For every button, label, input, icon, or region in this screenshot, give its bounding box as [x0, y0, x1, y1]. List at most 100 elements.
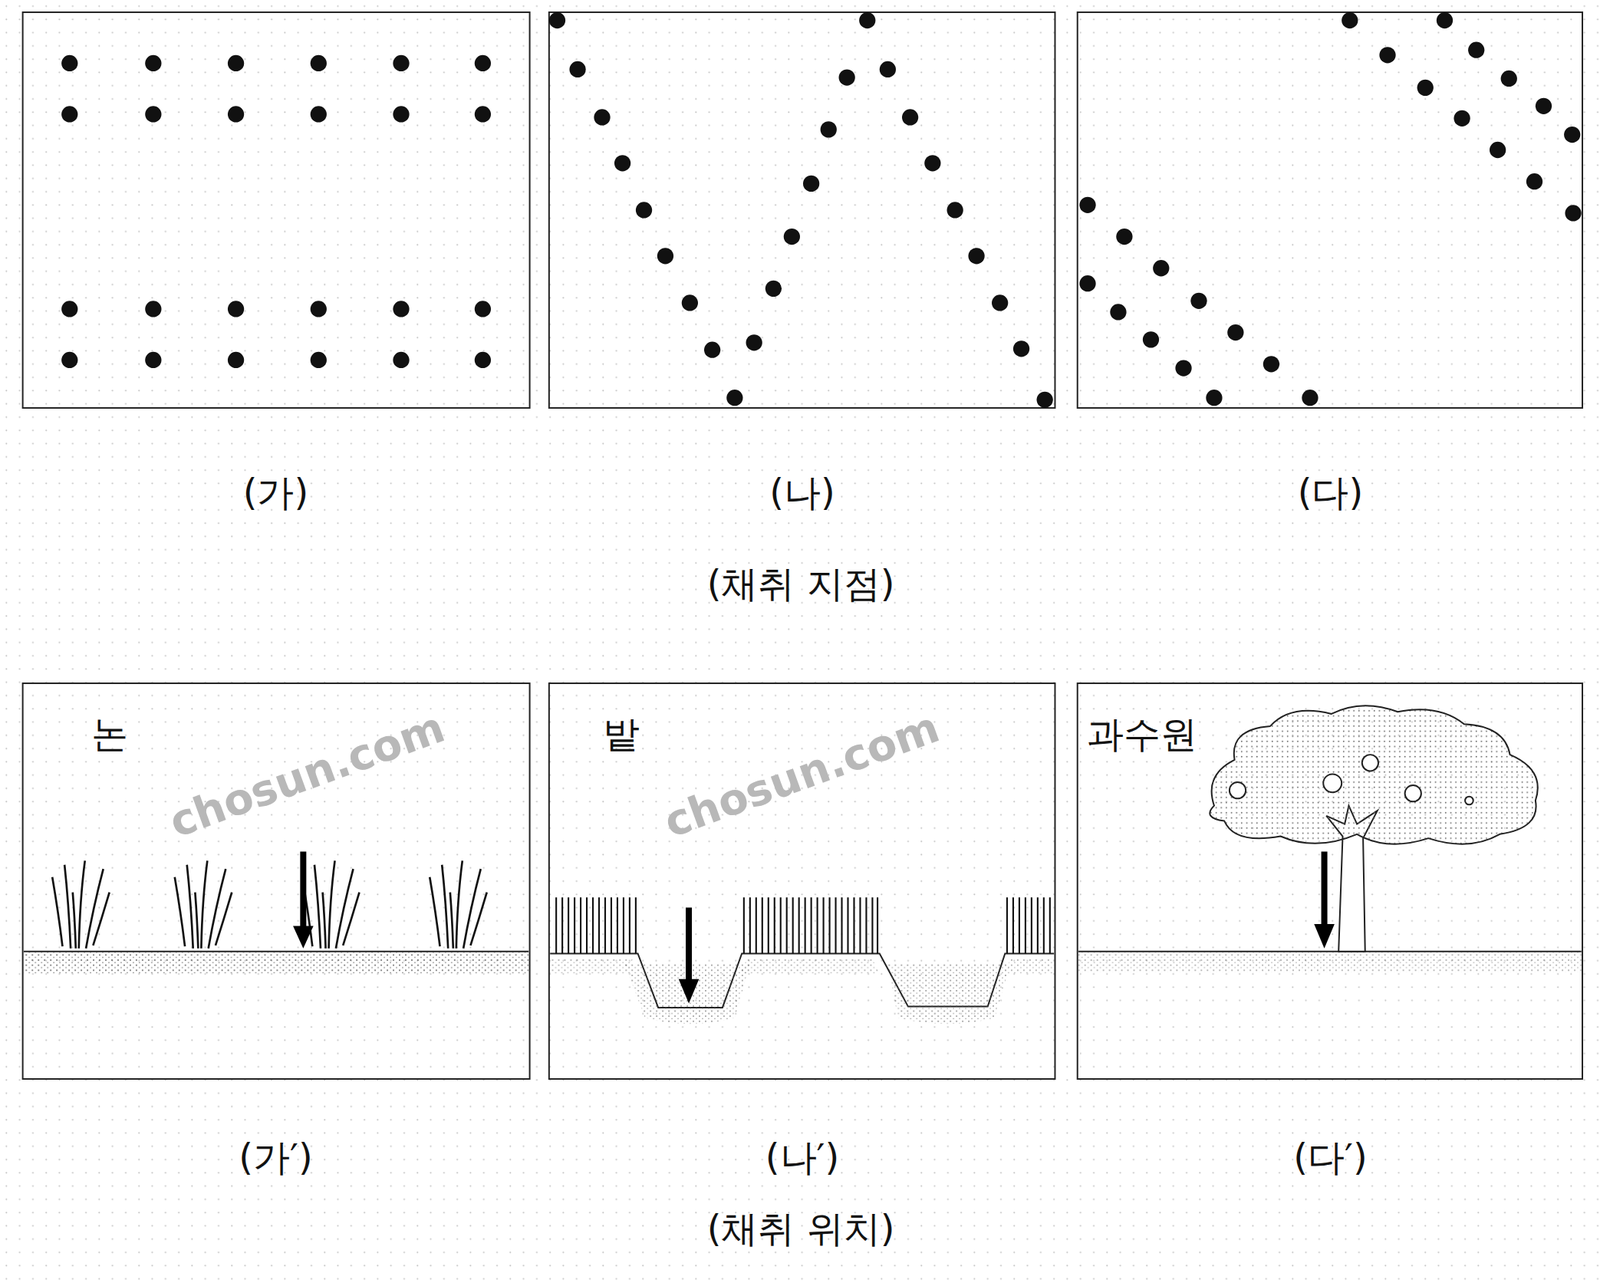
panel-label: (다) — [1077, 470, 1584, 516]
drawing-circle — [1175, 359, 1192, 376]
drawing-circle — [144, 352, 162, 369]
drawing-circle — [1079, 275, 1096, 292]
drawing-circle — [392, 300, 409, 317]
group-caption: (채취 지점) — [707, 562, 896, 607]
drawing-path — [744, 897, 878, 954]
drawing-circle — [803, 175, 820, 192]
drawing-line — [1321, 851, 1328, 929]
drawing-path — [887, 964, 1011, 1024]
drawing-polygon — [1313, 924, 1335, 949]
site-name: 논 — [91, 712, 129, 758]
drawing-rect — [23, 12, 531, 409]
drawing-circle — [1301, 389, 1318, 406]
drawing-g — [61, 12, 1582, 409]
drawing-line — [23, 951, 529, 953]
drawing-path — [1007, 897, 1051, 954]
site-name: 밭 — [602, 712, 640, 758]
drawing-circle — [1526, 173, 1543, 190]
drawing-line — [299, 851, 307, 930]
panel-label: (다′) — [1077, 1135, 1584, 1181]
drawing-use — [174, 860, 232, 949]
drawing-line — [685, 908, 692, 984]
drawing-rect — [1078, 951, 1582, 973]
drawing-circle — [967, 247, 985, 264]
drawing-rect — [1077, 12, 1583, 409]
drawing-circle — [1563, 126, 1581, 143]
drawing-circle — [227, 300, 244, 317]
drawing-circle — [746, 334, 763, 351]
drawing-rect — [23, 683, 531, 1080]
drawing-circle — [726, 389, 743, 406]
drawing-circle — [657, 247, 674, 264]
drawing-circle — [635, 201, 652, 218]
drawing-line — [1078, 951, 1582, 953]
drawing-circle — [392, 105, 409, 122]
drawing-circle — [1564, 204, 1581, 221]
drawing-circle — [820, 121, 837, 138]
drawing-circle — [614, 154, 631, 172]
drawing-path — [556, 897, 636, 954]
drawing-g — [1229, 754, 1474, 805]
drawing-circle — [681, 294, 698, 311]
drawing-circle — [1116, 228, 1133, 245]
drawing-circle — [474, 352, 491, 369]
panel-label: (가) — [22, 470, 530, 516]
drawing-circle — [392, 55, 409, 72]
group-caption: (채취 위치) — [707, 1207, 896, 1252]
drawing-circle — [227, 105, 244, 122]
drawing-polygon — [293, 926, 314, 949]
drawing-circle — [1535, 98, 1552, 115]
drawing-circle — [924, 154, 941, 172]
sampling-panel: (나) — [549, 12, 1056, 519]
drawing-rect — [549, 12, 1056, 409]
panel-label: (나) — [549, 470, 1056, 516]
drawing-circle — [61, 352, 78, 369]
drawing-circle — [227, 55, 244, 72]
drawing-g — [23, 683, 1583, 1080]
drawing-circle — [1205, 389, 1222, 406]
drawing-circle — [1468, 42, 1485, 59]
drawing-circle — [310, 352, 327, 369]
drawing-circle — [1379, 46, 1396, 63]
drawing-circle — [593, 108, 610, 126]
sampling-panel: (다) — [1077, 12, 1584, 519]
panel-label: (가′) — [22, 1135, 530, 1181]
drawing-circle — [392, 352, 409, 369]
drawing-circle — [61, 105, 78, 122]
drawing-circle — [1263, 355, 1280, 373]
drawing-circle — [474, 105, 491, 122]
drawing-circle — [902, 108, 919, 126]
drawing-circle — [1341, 12, 1358, 29]
drawing-circle — [1227, 324, 1244, 341]
drawing-circle — [1436, 12, 1453, 29]
drawing-use — [52, 860, 109, 949]
drawing-circle — [783, 228, 800, 245]
drawing-circle — [310, 105, 327, 122]
panel-label: (나′) — [549, 1135, 1056, 1181]
drawing-polygon — [678, 979, 700, 1005]
drawing-circle — [1190, 293, 1207, 310]
drawing-circle — [1229, 782, 1246, 799]
sampling-panel: 과수원(다′) — [1077, 683, 1584, 1190]
drawing-circle — [144, 55, 162, 72]
drawing-circle — [1453, 110, 1470, 127]
drawing-circle — [61, 55, 78, 72]
drawing-circle — [1362, 754, 1379, 771]
drawing-circle — [991, 294, 1008, 311]
drawing-circle — [1109, 303, 1126, 320]
drawing-circle — [1501, 70, 1518, 87]
drawing-circle — [1152, 260, 1169, 277]
drawing-circle — [1142, 331, 1159, 348]
drawing-circle — [310, 55, 327, 72]
drawing-circle — [549, 12, 566, 29]
drawing-rect — [23, 951, 529, 975]
drawing-use — [302, 860, 359, 949]
drawing-circle — [1489, 141, 1506, 159]
drawing-circle — [879, 61, 896, 78]
drawing-use — [429, 860, 487, 949]
drawing-g — [556, 897, 1051, 954]
drawing-circle — [859, 12, 876, 29]
drawing-circle — [310, 300, 327, 317]
